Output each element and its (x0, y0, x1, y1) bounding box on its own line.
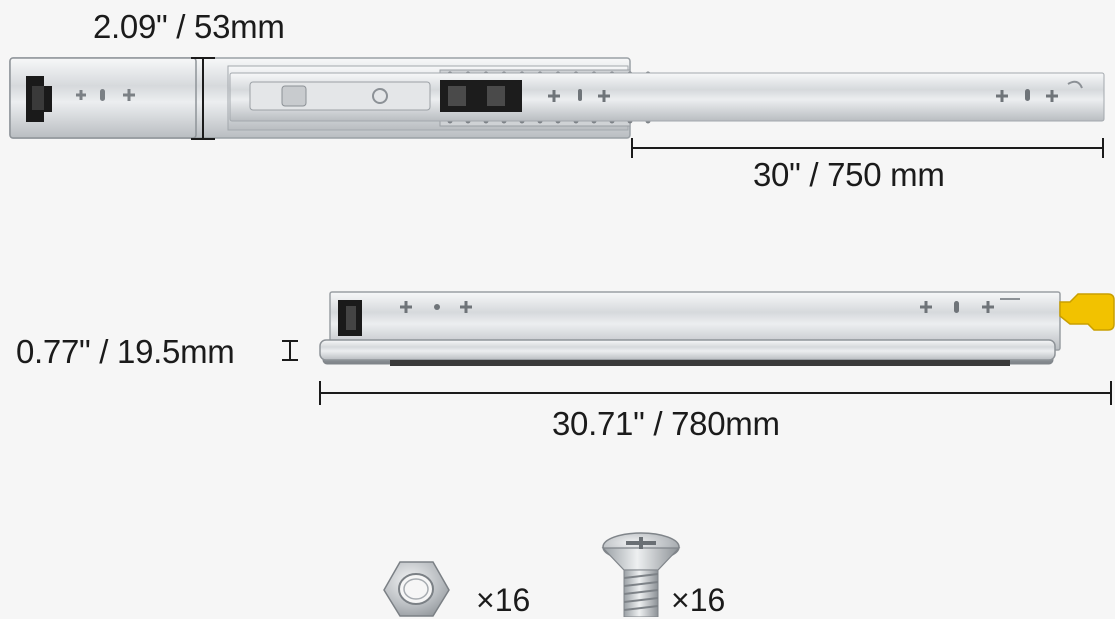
thickness-dimension-line (282, 340, 298, 361)
closed-length-label: 30.71" / 780mm (552, 405, 780, 442)
hex-nut-icon (383, 561, 450, 617)
nut-count: ×16 (476, 582, 531, 618)
height-dimension-line (191, 57, 215, 140)
extended-slide (9, 57, 1105, 139)
thickness-label: 0.77" / 19.5mm (16, 333, 235, 370)
extended-height-label: 2.09" / 53mm (93, 8, 285, 45)
extension-dimension-line (631, 138, 1104, 158)
closed-slide (319, 291, 1115, 366)
countersunk-screw-icon (601, 532, 681, 617)
length-dimension-line (319, 381, 1112, 405)
extension-length-label: 30" / 750 mm (753, 156, 945, 193)
screw-count: ×16 (671, 582, 726, 618)
